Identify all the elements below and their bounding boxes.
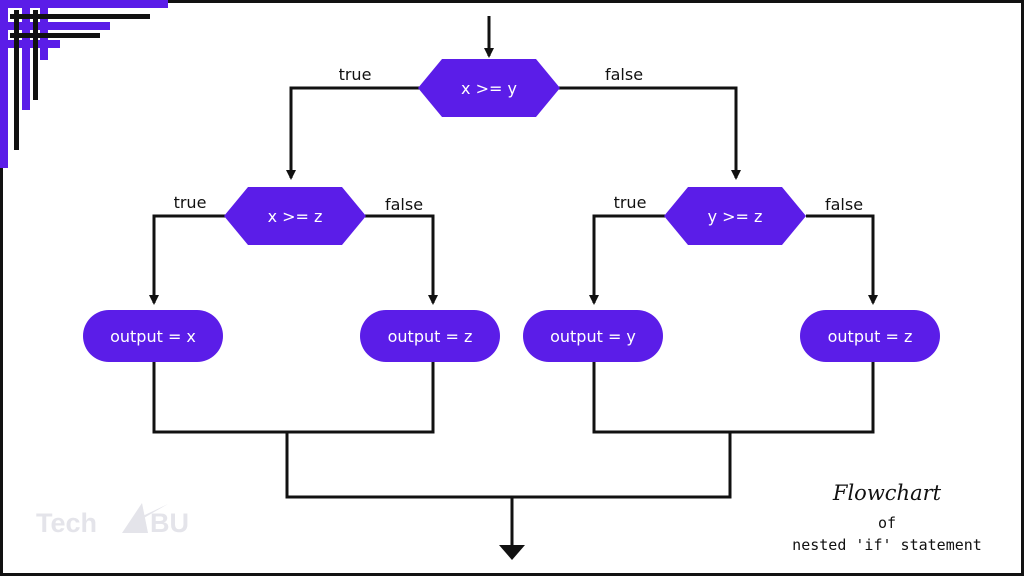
decision-right-text: y >= z <box>708 207 763 226</box>
watermark-text-right: BU <box>150 508 189 538</box>
decision-right: y >= z <box>664 187 806 245</box>
decision-root: x >= y <box>418 59 560 117</box>
root-true-arrow <box>286 86 420 180</box>
paper-plane-icon <box>122 503 168 533</box>
output-node-3: output = y <box>523 310 663 362</box>
root-true-label: true <box>339 65 372 84</box>
output-node-2: output = z <box>360 310 500 362</box>
decision-root-text: x >= y <box>461 79 517 98</box>
right-true-label: true <box>614 193 647 212</box>
decision-left-text: x >= z <box>268 207 323 226</box>
left-false-arrow <box>365 214 438 305</box>
root-false-label: false <box>605 65 643 84</box>
output-node-1: output = x <box>83 310 223 362</box>
exit-arrowhead <box>499 545 525 560</box>
right-false-label: false <box>825 195 863 214</box>
left-true-label: true <box>174 193 207 212</box>
output-node-2-text: output = z <box>388 327 473 346</box>
connectors <box>149 16 878 547</box>
caption-of: of <box>878 514 896 532</box>
right-false-arrow <box>806 214 878 305</box>
caption-subtitle: nested 'if' statement <box>792 536 982 554</box>
right-true-arrow <box>589 214 665 305</box>
left-false-label: false <box>385 195 423 214</box>
output-node-4: output = z <box>800 310 940 362</box>
watermark-text-left: Tech <box>36 508 97 538</box>
left-true-arrow <box>149 214 226 305</box>
caption-title: Flowchart <box>832 481 942 505</box>
watermark: Tech BU <box>36 503 189 538</box>
right-merge-line <box>592 362 875 434</box>
output-node-1-text: output = x <box>110 327 196 346</box>
output-node-4-text: output = z <box>828 327 913 346</box>
left-merge-line <box>152 362 435 434</box>
root-false-arrow <box>558 86 741 180</box>
decision-left: x >= z <box>224 187 366 245</box>
final-merge-line <box>285 432 732 499</box>
output-node-3-text: output = y <box>550 327 636 346</box>
corner-lines-logo <box>0 0 168 168</box>
